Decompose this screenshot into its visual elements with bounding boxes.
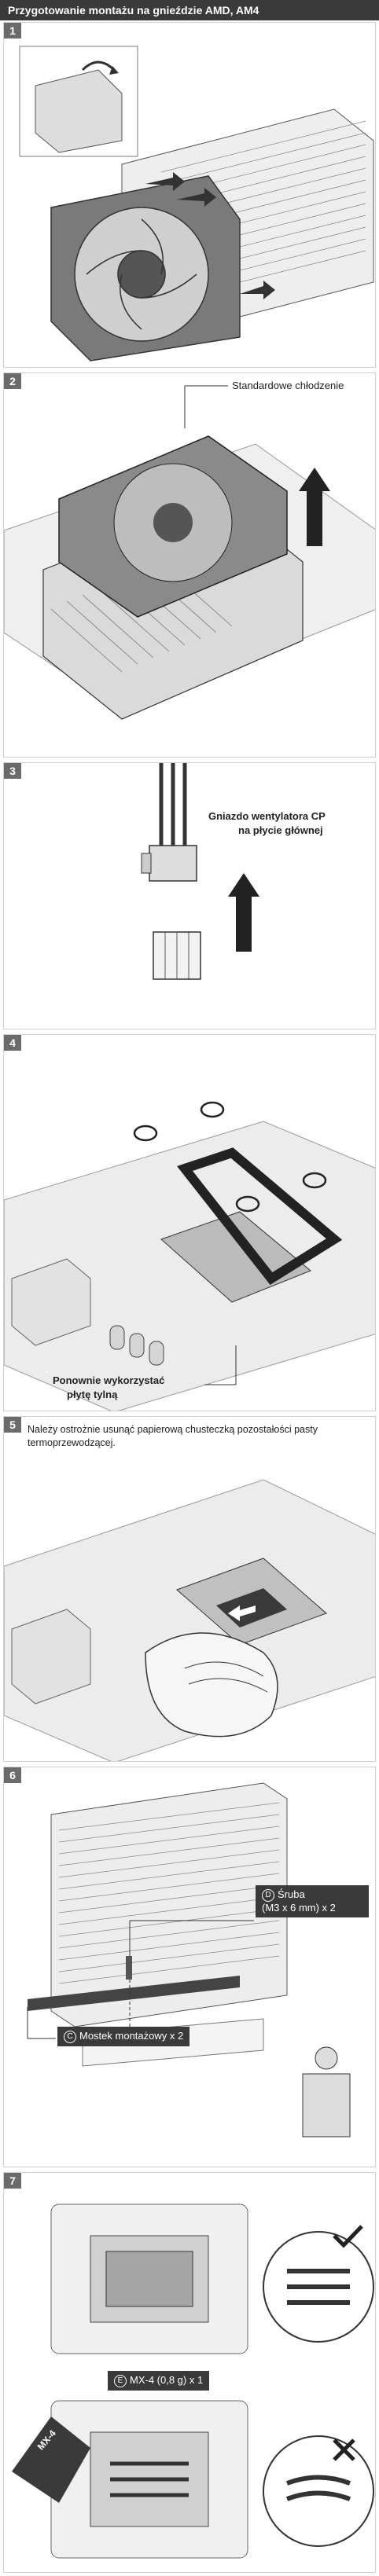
step-3-illustration bbox=[141, 763, 259, 980]
thermal-paste-label-text: MX-4 (0,8 g) x 1 bbox=[130, 2374, 204, 2386]
screw-label-line-2: (M3 x 6 mm) x 2 bbox=[262, 1901, 336, 1914]
step-5-illustration bbox=[4, 1479, 375, 1761]
step-5-panel: 5 Należy ostrożnie usunąć papierową chus… bbox=[3, 1416, 376, 1762]
stock-cooler-label: Standardowe chłodzenie bbox=[232, 380, 344, 391]
step-number: 3 bbox=[4, 763, 21, 779]
step-number: 2 bbox=[4, 373, 21, 389]
step-2-panel: 2 Standardowe chłodzenie bbox=[3, 372, 376, 758]
step-4-illustration bbox=[4, 1101, 375, 1411]
step-1-panel: 1 bbox=[3, 22, 376, 368]
fan-header-label-line-1: Gniazdo wentylatora CP bbox=[208, 810, 326, 822]
step-7-illustration bbox=[12, 2204, 374, 2559]
step-number: 7 bbox=[4, 2173, 21, 2189]
bridge-label-text: Mostek montażowy x 2 bbox=[79, 2030, 184, 2042]
step-1-illustration bbox=[19, 46, 374, 361]
fan-header-label-line-2: na płycie głównej bbox=[238, 824, 323, 836]
backplate-label-line-2: płytę tylną bbox=[67, 1389, 118, 1400]
screw-label: D Śruba (M3 x 6 mm) x 2 bbox=[256, 1885, 369, 1917]
screw-label-line-1: Śruba bbox=[278, 1888, 305, 1900]
step-number: 6 bbox=[4, 1767, 21, 1783]
backplate-label-line-1: Ponownie wykorzystać bbox=[53, 1374, 165, 1386]
step-4-panel: 4 Ponownie wykorzystać płytę tylną bbox=[3, 1034, 376, 1411]
step-number: 1 bbox=[4, 23, 21, 39]
step-3-panel: 3 Gniazdo wentylatora CP na płycie główn… bbox=[3, 762, 376, 1029]
step-2-illustration bbox=[4, 385, 375, 720]
step-6-illustration bbox=[27, 1782, 351, 2137]
part-letter-badge: C bbox=[64, 2030, 76, 2043]
cleaning-instruction: Należy ostrożnie usunąć papierową chuste… bbox=[28, 1424, 318, 1448]
part-letter-badge: E bbox=[114, 2374, 127, 2387]
part-letter-badge: D bbox=[262, 1888, 274, 1902]
step-number: 5 bbox=[4, 1417, 21, 1433]
step-number: 4 bbox=[4, 1035, 21, 1051]
page-title: Przygotowanie montażu na gnieździe AMD, … bbox=[0, 0, 379, 20]
